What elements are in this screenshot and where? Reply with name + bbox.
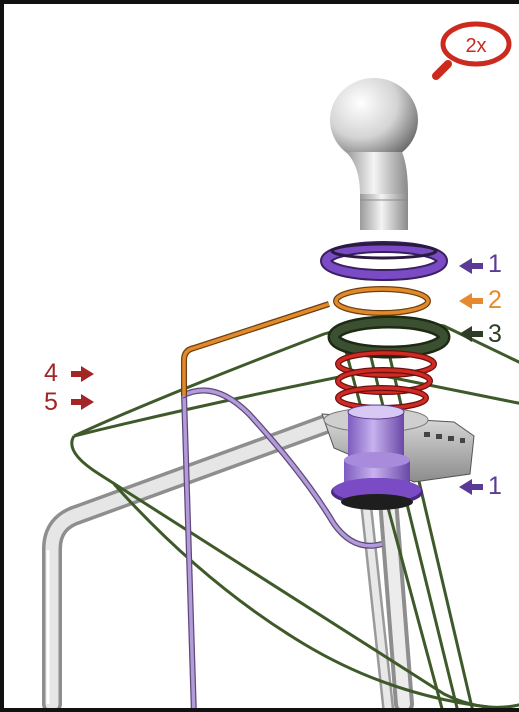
callout-arrow-1-top: [459, 258, 483, 274]
callout-arrow-4: [71, 366, 94, 382]
magnifier-icon: 2x: [432, 21, 512, 80]
lamp-socket-exploded-view: 2x: [42, 21, 519, 708]
orange-ring: [333, 286, 431, 316]
callout-label-2: 2: [488, 286, 502, 314]
green-washer: [327, 315, 451, 359]
callout-label-3: 3: [488, 320, 502, 348]
orange-wire: [181, 301, 330, 396]
light-bulb: [330, 78, 418, 230]
callout-arrow-3: [459, 326, 483, 342]
purple-base-cylinder: [331, 452, 423, 510]
zoom-level-text: 2x: [465, 35, 486, 57]
callout-arrow-2: [459, 293, 483, 309]
callout-label-1-bottom: 1: [488, 472, 502, 500]
callout-arrow-1-bottom: [459, 479, 483, 495]
green-shade-wire: [70, 320, 519, 708]
lavender-wire: [180, 387, 383, 708]
socket-housing: [321, 404, 475, 483]
callout-label-5: 5: [44, 388, 58, 416]
callout-label-1-top: 1: [488, 250, 502, 278]
callout-label-4: 4: [44, 359, 58, 387]
callout-arrow-5: [71, 394, 94, 410]
purple-ring-top: [320, 241, 448, 281]
